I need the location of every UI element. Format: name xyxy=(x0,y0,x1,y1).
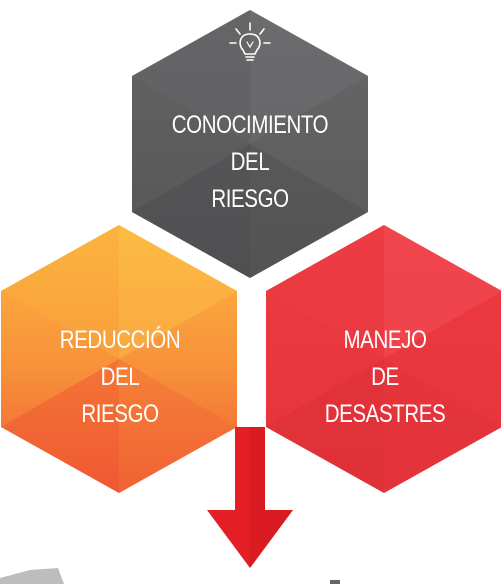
label-line: RIESGO xyxy=(211,184,289,213)
label-line: DE xyxy=(371,362,399,391)
down-arrow-icon xyxy=(207,427,293,568)
lightbulb-icon xyxy=(229,22,271,61)
hexagon-reduccion xyxy=(1,225,237,493)
hexagon-label-reduccion: REDUCCIÓN DEL RIESGO xyxy=(9,297,230,457)
label-line: RIESGO xyxy=(81,399,159,428)
bottom-partial-shape-left xyxy=(0,568,64,584)
label-line: DEL xyxy=(230,147,270,176)
bottom-partial-shape-right xyxy=(330,580,340,584)
hexagon-manejo xyxy=(266,225,501,493)
label-line: MANEJO xyxy=(343,325,427,354)
hexagon-conocimiento xyxy=(132,10,368,278)
label-line: REDUCCIÓN xyxy=(59,325,181,354)
label-line: CONOCIMIENTO xyxy=(171,110,329,139)
label-line: DEL xyxy=(100,362,140,391)
label-line: DESASTRES xyxy=(324,399,446,428)
hexagon-label-manejo: MANEJO DE DESASTRES xyxy=(274,297,495,457)
hexagon-label-conocimiento: CONOCIMIENTO DEL RIESGO xyxy=(139,82,360,242)
